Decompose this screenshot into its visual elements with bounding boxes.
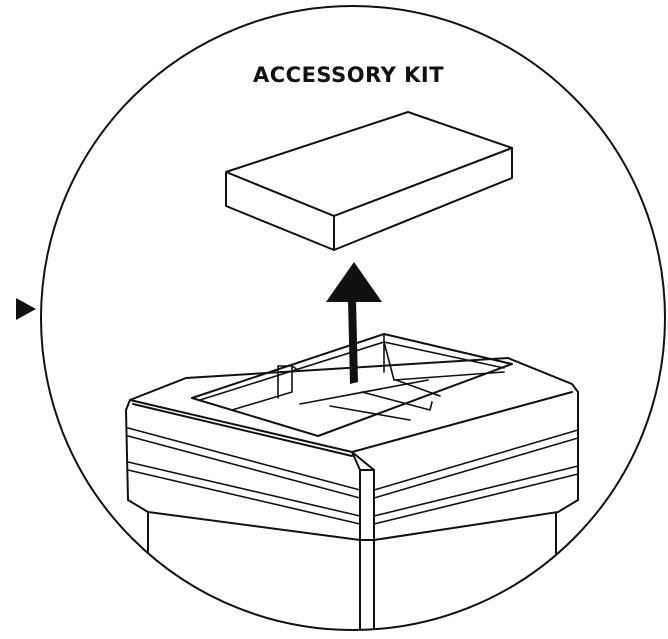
accessory-kit-label: ACCESSORY KIT <box>253 63 445 87</box>
packaging-box <box>125 333 579 630</box>
lift-arrow-icon <box>326 262 382 384</box>
accessory-kit-box <box>225 111 513 251</box>
step-pointer-icon <box>16 298 36 320</box>
detail-circle <box>40 5 666 631</box>
